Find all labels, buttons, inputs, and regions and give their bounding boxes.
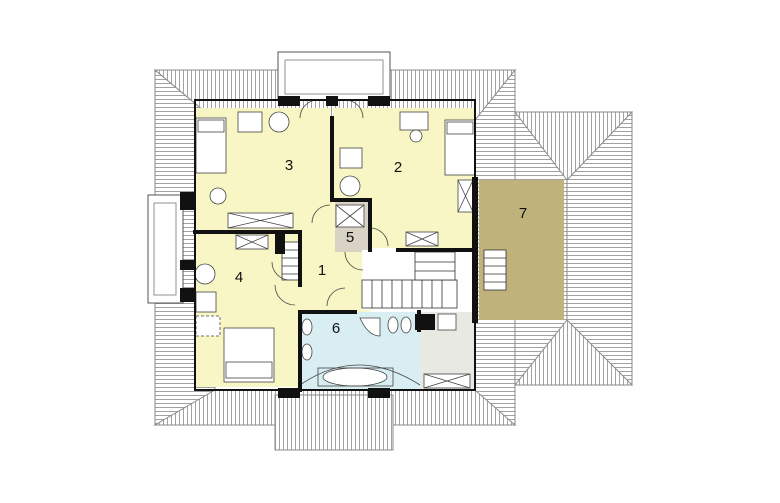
- chair-room-3: [268, 111, 290, 133]
- bathtub: [322, 367, 388, 387]
- room-label-5: 5: [346, 229, 354, 246]
- toilet: [387, 316, 399, 334]
- shower: [359, 317, 381, 337]
- room-label-2: 2: [394, 159, 402, 176]
- furniture: [194, 111, 476, 389]
- dormer-top-inner: [284, 59, 384, 95]
- dormer-left-inner: [153, 202, 177, 296]
- chair-room-4: [194, 263, 216, 285]
- room-label-1: 1: [318, 262, 326, 279]
- desk-room-3: [237, 111, 263, 133]
- room-label-3: 3: [285, 157, 293, 174]
- walls: [193, 99, 478, 392]
- stairs: [281, 241, 507, 309]
- room-labels: 1 2 3 4 5 6 7: [235, 157, 527, 337]
- door-swings: [271, 99, 421, 386]
- room-label-7: 7: [519, 205, 527, 222]
- wall-blocks: [180, 96, 435, 398]
- armchair-room-2: [339, 147, 363, 169]
- desk-room-2: [399, 111, 429, 131]
- room-label-6: 6: [332, 320, 340, 337]
- roof-right-wing-ridge-2: [566, 110, 633, 387]
- dormer-bottom: [274, 394, 394, 451]
- room-label-4: 4: [235, 269, 243, 286]
